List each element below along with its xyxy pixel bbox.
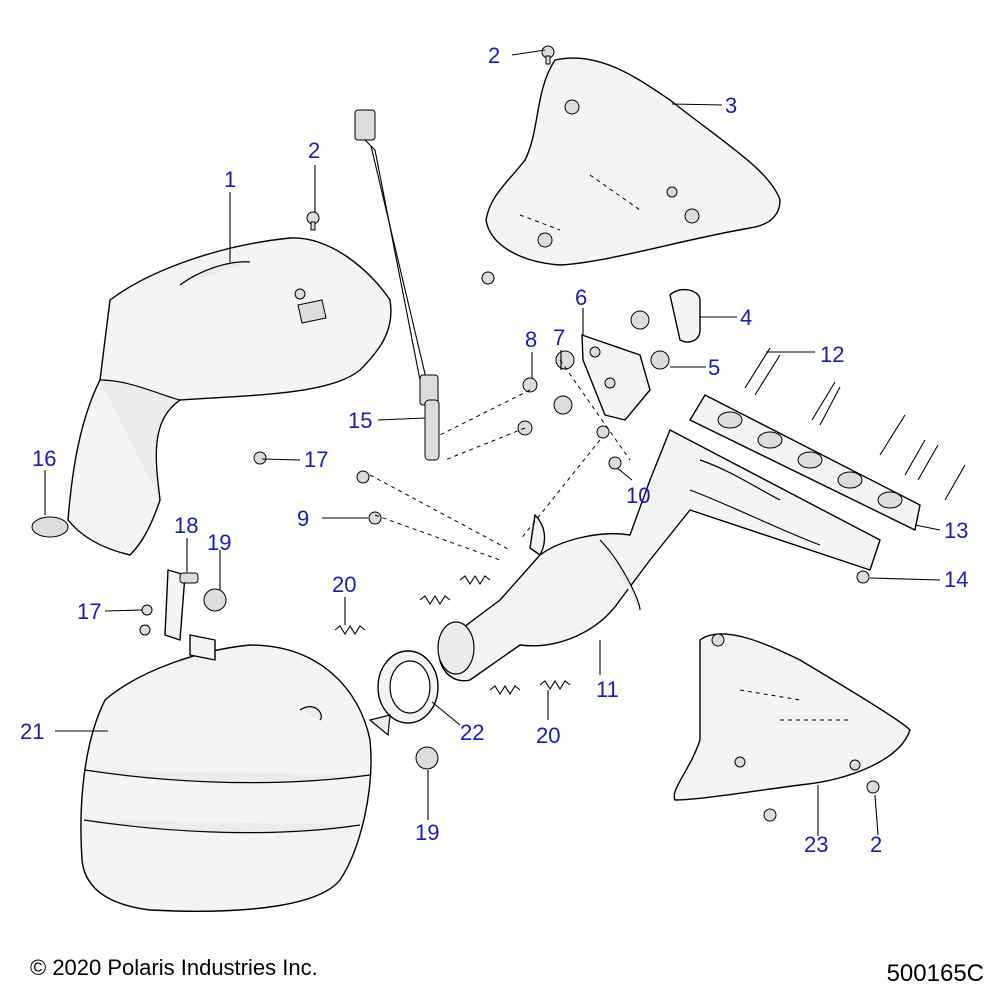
seal-ring-22 xyxy=(377,650,439,724)
hardware-bolts xyxy=(139,45,880,822)
callout-2-bottom: 2 xyxy=(870,832,882,857)
callout-leaders xyxy=(44,49,941,836)
callout-19-lower: 19 xyxy=(415,820,439,845)
callout-10: 10 xyxy=(626,483,650,508)
bracket-18 xyxy=(164,569,199,641)
heat-shield-3 xyxy=(485,57,781,266)
assembly-lines xyxy=(369,359,631,561)
oxygen-sensor-15 xyxy=(354,109,440,461)
drawing-number: 500165C xyxy=(886,960,984,987)
callout-20-lower: 20 xyxy=(536,723,560,748)
callout-1: 1 xyxy=(224,167,236,192)
callout-6: 6 xyxy=(575,285,587,310)
callout-16: 16 xyxy=(32,446,56,471)
callout-7: 7 xyxy=(553,325,565,350)
clamp-16 xyxy=(31,516,69,538)
gasket-4 xyxy=(669,288,701,343)
callout-2-top: 2 xyxy=(488,43,500,68)
callout-14: 14 xyxy=(944,567,968,592)
heat-shield-1 xyxy=(67,237,392,556)
callout-13: 13 xyxy=(944,518,968,543)
grommet-19-upper xyxy=(203,588,227,612)
callout-5: 5 xyxy=(708,355,720,380)
callout-15: 15 xyxy=(348,408,372,433)
callout-21: 21 xyxy=(20,719,44,744)
copyright-text: © 2020 Polaris Industries Inc. xyxy=(30,955,318,980)
callout-17-lower: 17 xyxy=(77,599,101,624)
callout-19-upper: 19 xyxy=(207,530,231,555)
muffler-shield-21 xyxy=(80,634,391,912)
callout-23: 23 xyxy=(804,832,828,857)
callout-11: 11 xyxy=(596,677,619,702)
manifold-gasket-13 xyxy=(689,394,921,531)
exhaust-header-11 xyxy=(437,429,881,682)
springs-20 xyxy=(334,574,571,696)
grommet-19-lower xyxy=(415,746,439,770)
callout-9: 9 xyxy=(297,506,309,531)
callout-8: 8 xyxy=(525,327,537,352)
bracket-6 xyxy=(581,334,651,421)
callout-20-upper: 20 xyxy=(332,572,356,597)
callout-3: 3 xyxy=(725,93,737,118)
heat-shield-23 xyxy=(673,633,911,801)
callout-12: 12 xyxy=(820,342,844,367)
callout-17-upper: 17 xyxy=(304,447,328,472)
studs-12 xyxy=(744,347,966,501)
callout-22: 22 xyxy=(460,720,484,745)
callout-2-left: 2 xyxy=(308,138,320,163)
callout-4: 4 xyxy=(740,305,752,330)
callout-18: 18 xyxy=(174,513,198,538)
